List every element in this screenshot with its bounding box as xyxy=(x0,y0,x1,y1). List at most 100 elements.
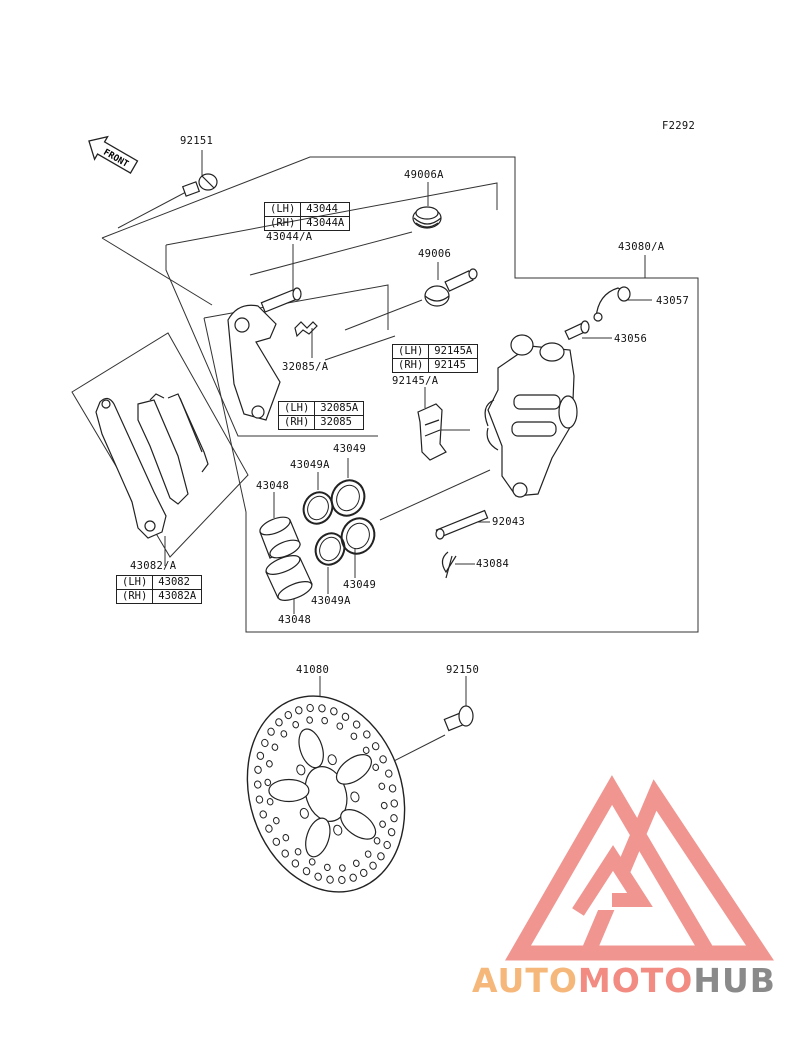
table-cell-side: (LH) xyxy=(115,575,154,590)
disc-outer-hole xyxy=(369,861,377,870)
callout-43057: 43057 xyxy=(656,295,690,307)
disc-outer-hole xyxy=(272,837,281,846)
disc-bolt-hole xyxy=(333,824,343,836)
table-cell-side: (RH) xyxy=(263,216,302,231)
disc-outer-hole xyxy=(302,867,311,876)
disc-inner-hole xyxy=(294,848,302,856)
piston-bottom-icon xyxy=(265,555,313,601)
disc-outer-hole xyxy=(291,859,300,868)
disc-outer-hole xyxy=(284,711,293,720)
table-cell-side: (LH) xyxy=(391,344,430,359)
disc-inner-hole xyxy=(306,716,313,724)
disc-outer-hole xyxy=(341,712,350,721)
disc-outer-hole xyxy=(256,751,265,760)
disc-outer-hole xyxy=(383,840,391,850)
disc-inner-hole xyxy=(380,801,388,810)
disc-outer-hole xyxy=(379,755,387,764)
disc-outer-hole xyxy=(390,814,398,823)
brake-disc-icon xyxy=(246,695,406,893)
boot-49006a-icon xyxy=(412,206,442,229)
disc-outer-hole xyxy=(352,720,361,729)
disc-outer-hole xyxy=(275,718,283,727)
disc-slot xyxy=(340,809,377,840)
disc-slot xyxy=(268,778,310,803)
table-cell-part: 32085A xyxy=(314,401,365,416)
table-cell-side: (LH) xyxy=(277,401,316,416)
disc-inner-hole xyxy=(308,858,316,866)
callout-43084: 43084 xyxy=(476,558,510,570)
disc-inner-hole xyxy=(280,730,288,738)
watermark-brand-part1: AUTO xyxy=(472,961,578,1000)
caliper-body-icon xyxy=(484,334,578,498)
front-arrow-icon: FRONT xyxy=(88,135,139,174)
disc-outer-hole xyxy=(318,704,326,713)
disc-outer-hole xyxy=(306,703,314,713)
disc-bolt-hole xyxy=(296,764,306,776)
variant-table-43082: (LH)43082 (RH)43082A xyxy=(115,575,203,604)
slide-pin-icon xyxy=(435,509,489,540)
callout-92151: 92151 xyxy=(180,135,214,147)
watermark-brand: AUTOMOTOHUB xyxy=(472,963,776,999)
disc-slot xyxy=(335,754,372,785)
disc-outer-hole xyxy=(388,784,397,793)
disc-inner-hole xyxy=(266,760,273,768)
anti-rattle-spring-icon xyxy=(417,403,447,461)
piston-top-icon xyxy=(259,516,301,559)
watermark-brand-part3: HUB xyxy=(693,961,776,1000)
disc-outer-hole xyxy=(371,742,380,751)
disc-outer-hole xyxy=(330,707,338,716)
disc-slot xyxy=(298,728,324,769)
disc-bolt-hole xyxy=(350,791,360,803)
table-cell-part: 92145A xyxy=(428,344,479,359)
callout-43082a: 43082/A xyxy=(130,560,177,572)
disc-outer-hole xyxy=(259,810,267,819)
callout-43056: 43056 xyxy=(614,333,648,345)
callout-43048-top: 43048 xyxy=(256,480,290,492)
callout-49006: 49006 xyxy=(418,248,452,260)
table-cell-side: (RH) xyxy=(277,415,316,430)
table-cell-part: 43082 xyxy=(152,575,203,590)
table-cell-part: 43044A xyxy=(300,216,351,231)
table-cell-part: 43082A xyxy=(152,589,203,604)
disc-inner-hole xyxy=(372,763,380,772)
disc-outer-hole xyxy=(255,795,264,804)
callout-92150: 92150 xyxy=(446,664,480,676)
disc-outer-hole xyxy=(363,730,371,739)
disc-inner-hole xyxy=(336,722,344,730)
callout-43049a-bottom: 43049A xyxy=(311,595,351,607)
disc-inner-hole xyxy=(266,798,274,806)
disc-slot xyxy=(305,817,331,858)
disc-outer-hole xyxy=(314,872,322,881)
caliper-bracket-icon xyxy=(227,287,302,421)
disc-outer-hole xyxy=(254,765,262,774)
disc-outer-hole xyxy=(326,875,334,884)
disc-inner-hole xyxy=(321,716,329,725)
disc-outer-hole xyxy=(295,706,303,715)
disc-outer-hole xyxy=(359,868,368,877)
callout-43049-bottom: 43049 xyxy=(343,579,377,591)
disc-outer-hole xyxy=(261,738,269,748)
bleeder-cap-icon xyxy=(593,286,631,322)
disc-inner-hole xyxy=(379,820,386,828)
disc-outer-hole xyxy=(349,873,357,882)
callout-32085a: 32085/A xyxy=(282,361,329,373)
piston-seals-icon xyxy=(302,479,376,566)
watermark-brand-part2: MOTO xyxy=(577,961,694,1000)
figure-code: F2292 xyxy=(662,120,696,132)
table-cell-side: (RH) xyxy=(391,358,430,373)
disc-outer-hole xyxy=(267,727,275,736)
callout-43048-bottom: 43048 xyxy=(278,614,312,626)
disc-bolt-hole xyxy=(327,754,337,766)
disc-inner-hole xyxy=(373,837,381,845)
variant-table-43044: (LH)43044 (RH)43044A xyxy=(263,202,351,231)
callout-43049-top: 43049 xyxy=(333,443,367,455)
disc-bolt-hole xyxy=(299,807,309,819)
disc-outer-hole xyxy=(253,780,262,789)
disc-outer-hole xyxy=(390,799,399,808)
boot-49006-icon xyxy=(424,268,478,307)
callout-92145a: 92145/A xyxy=(392,375,439,387)
disc-outer-hole xyxy=(338,875,346,885)
callout-43044a: 43044/A xyxy=(266,231,313,243)
watermark-logo-shape xyxy=(505,775,774,961)
